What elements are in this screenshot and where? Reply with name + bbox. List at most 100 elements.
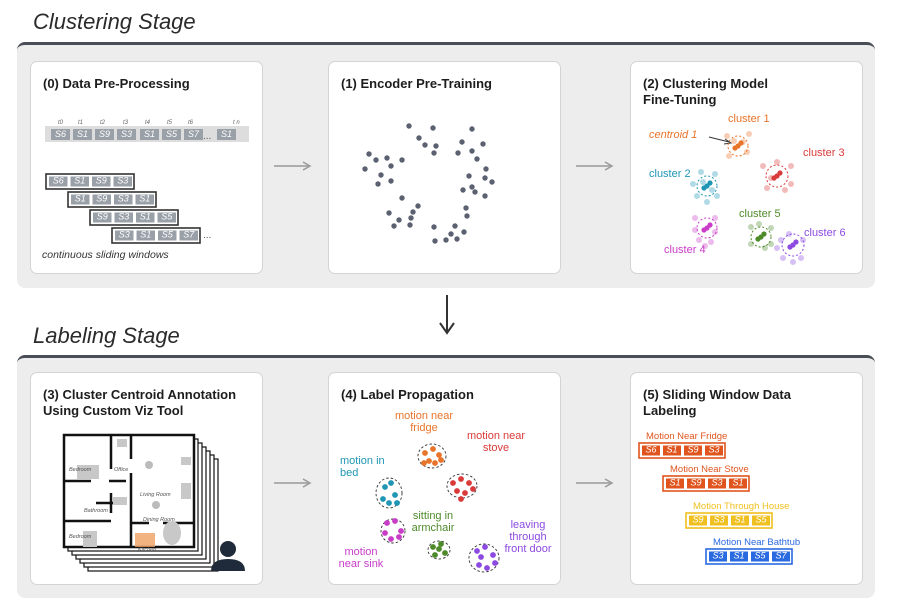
cluster-label: cluster 4 <box>664 244 706 256</box>
cluster-point <box>386 500 392 506</box>
embedding-point <box>366 151 372 157</box>
dining-table <box>163 521 181 545</box>
window-token: S3 <box>705 444 723 456</box>
embedding-point <box>407 222 413 228</box>
room-label: Bathroom <box>84 508 108 514</box>
step2-title: (2) Clustering Model Fine-Tuning <box>643 76 768 107</box>
token-box <box>729 478 747 489</box>
embedding-point <box>472 189 478 195</box>
cluster-boundary <box>375 477 403 509</box>
step4-title: (4) Label Propagation <box>341 387 474 402</box>
window-frame <box>45 173 135 190</box>
embedding-point <box>373 157 379 163</box>
embedding-point <box>443 237 449 243</box>
cluster-point <box>790 259 796 265</box>
cluster-point <box>484 565 490 571</box>
token-label: S7 <box>183 229 195 239</box>
embedding-point <box>399 195 405 201</box>
token-box <box>135 194 154 205</box>
token-box <box>663 445 681 456</box>
cluster-point <box>482 544 488 550</box>
embedding-scatter <box>362 123 495 244</box>
embedding-point <box>489 179 495 185</box>
cluster-point <box>798 255 804 261</box>
window-label: Motion Through House <box>693 501 789 512</box>
room-label: Living Room <box>140 492 171 498</box>
token-box <box>70 176 89 187</box>
window-token: S3 <box>113 175 132 187</box>
window-frame <box>89 209 179 226</box>
token-box <box>730 551 748 562</box>
window-frame <box>685 512 773 529</box>
time-label: t6 <box>188 120 194 126</box>
embedding-point <box>454 236 460 242</box>
cluster-point <box>426 458 432 464</box>
cluster-point <box>731 138 737 144</box>
window-token: S1 <box>666 477 684 489</box>
embedding-point <box>469 126 475 132</box>
cluster-boundary <box>781 233 805 257</box>
kitchen-highlight <box>135 533 155 547</box>
room-label: Kitchen <box>138 547 156 553</box>
sequence-token: S5 <box>162 129 181 140</box>
arrow-step4-to-step5 <box>576 478 614 488</box>
step1-title: (1) Encoder Pre-Training <box>341 76 492 91</box>
window-token: S5 <box>752 514 770 526</box>
room-label: Bedroom <box>69 534 92 540</box>
token-label: S3 <box>712 550 723 560</box>
token-label: S9 <box>96 193 107 203</box>
embedding-point <box>416 135 422 141</box>
cluster-point <box>438 457 444 463</box>
labeling-stage-title: Labeling Stage <box>33 323 180 348</box>
embedding-point <box>466 173 472 179</box>
cluster-point <box>744 149 750 155</box>
cluster-point <box>421 460 427 466</box>
window-token: S3 <box>114 193 133 205</box>
cluster-point <box>398 528 404 534</box>
token-label: S1 <box>666 444 677 454</box>
window-token: S1 <box>730 550 748 562</box>
cluster-centroid <box>758 234 764 240</box>
window-token: S1 <box>71 193 90 205</box>
cluster-point <box>436 546 442 552</box>
window-token: S3 <box>710 514 728 526</box>
window-token: S3 <box>709 550 727 562</box>
cluster-boundary <box>446 473 478 499</box>
card-sliding-window-labeling: (5) Sliding Window Data Labeling Motion … <box>630 372 863 585</box>
token-label: S1 <box>734 514 745 524</box>
cluster-point <box>696 237 702 243</box>
token-box <box>95 129 114 140</box>
cluster-point <box>782 187 788 193</box>
window-token: S9 <box>684 444 702 456</box>
cluster-group: cluster 3 <box>760 147 845 193</box>
token-label: S7 <box>188 129 200 139</box>
cluster-centroid <box>790 242 796 248</box>
cluster-point <box>694 193 700 199</box>
cluster-group: cluster 4 <box>664 215 718 256</box>
token-box <box>136 212 155 223</box>
cluster-point <box>430 446 436 452</box>
embedding-point <box>430 125 436 131</box>
cluster-centroid <box>704 183 710 189</box>
embedding-point <box>388 163 394 169</box>
sequence-token: S7 <box>184 129 203 140</box>
token-box <box>114 212 133 223</box>
room-label: Dining Room <box>143 517 175 523</box>
embedding-point <box>415 203 421 209</box>
token-label: S9 <box>687 444 698 454</box>
token-box <box>157 212 176 223</box>
token-label: S3 <box>711 477 722 487</box>
token-box <box>184 129 203 140</box>
window-token: S1 <box>135 193 154 205</box>
cluster-point <box>462 490 468 496</box>
